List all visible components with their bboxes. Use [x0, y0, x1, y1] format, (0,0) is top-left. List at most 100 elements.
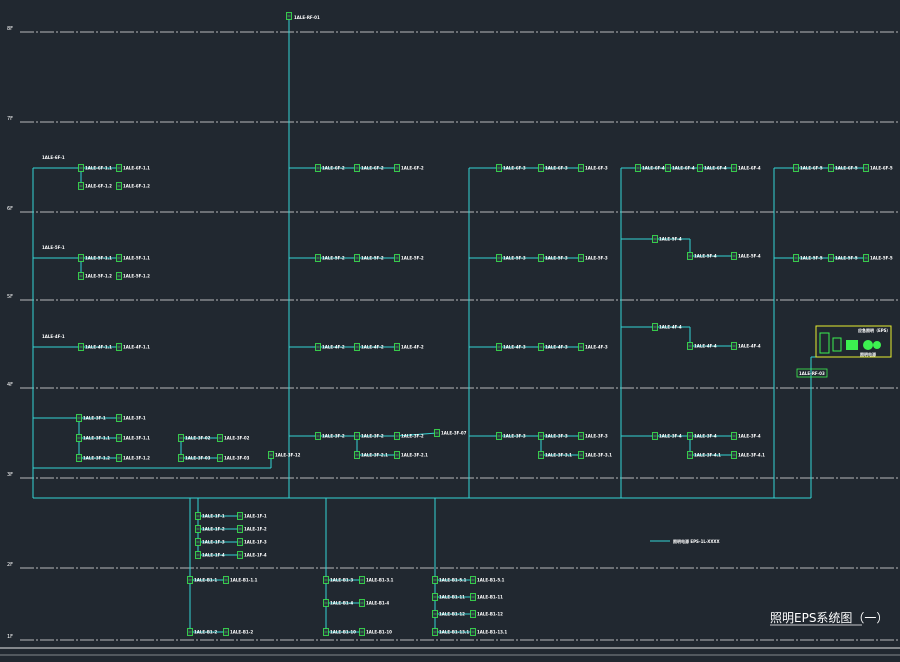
panel-label: 1ALE-B1-1	[194, 578, 217, 583]
panel-label: 1ALE-B1-3.1	[366, 578, 394, 583]
panel-label: 1ALE-5F-1.1	[123, 256, 150, 261]
panel-label: 1ALE-3F-1.2	[123, 456, 150, 461]
panel-label: 1ALE-5F-4	[659, 237, 682, 242]
panel-label: 1ALE-B1-10	[330, 630, 356, 635]
bus-segment	[396, 432, 438, 437]
panel-label: 1ALE-B1-1.1	[230, 578, 258, 583]
panel-label: 1ALE-3F-2	[322, 434, 345, 439]
panel-label: 1ALE-3F-2.1	[401, 453, 428, 458]
floor-label: 5F	[7, 294, 13, 300]
panel-label: 1ALE-B1-5.1	[477, 578, 505, 583]
panel-label: 1ALE-3F-2	[361, 434, 384, 439]
panel-label: 1ALE-4F-1.1	[123, 345, 150, 350]
panel-label: 1ALE-6F-2	[322, 166, 345, 171]
panel-label: 1ALE-3F-02	[224, 436, 250, 441]
panel-label: 1ALE-4F-2	[401, 345, 424, 350]
panel-label: 1ALE-B1-11	[439, 595, 465, 600]
panel-label: 1ALE-5F-1.1	[85, 256, 112, 261]
eps-tag-label: 1ALE-RF-03	[799, 371, 825, 376]
panel-label: 1ALE-5F-4	[694, 254, 717, 259]
panel-label: 1ALE-5F-5	[800, 256, 823, 261]
panel-label: 1ALE-6F-4	[738, 166, 761, 171]
panel-label: 1ALE-3F-4	[738, 434, 761, 439]
panel-label: 1ALE-6F-1.2	[85, 184, 112, 189]
eps-box-line2: 照明电源	[860, 351, 876, 357]
parent-panel-label: 1ALE-5F-1	[42, 245, 65, 250]
panel-label: 1ALE-5F-3	[585, 256, 608, 261]
panel-label: 1ALE-3F-1.2	[83, 456, 110, 461]
panel-label: 1ALE-1F-2	[244, 527, 267, 532]
panel-label: 1ALE-3F-3	[585, 434, 608, 439]
panel-label: 1ALE-B1-4	[330, 601, 353, 606]
panel-label: 1ALE-3F-1	[83, 416, 106, 421]
panel-label: 1ALE-B1-3	[330, 578, 353, 583]
panel-label: 1ALE-3F-4.1	[738, 453, 765, 458]
panel-label: 1ALE-6F-5	[870, 166, 893, 171]
parent-panel-label: 1ALE-4F-1	[42, 334, 65, 339]
panel-label: 1ALE-6F-5	[835, 166, 858, 171]
panel-label: 1ALE-3F-4	[659, 434, 682, 439]
panel-label: 1ALE-1F-1	[202, 514, 225, 519]
panel-label: 1ALE-1F-4	[244, 553, 267, 558]
panel-label: 1ALE-6F-2	[401, 166, 424, 171]
eps-box-line1: 应急照明（EPS）	[858, 327, 891, 333]
panel-label: 1ALE-5F-2	[322, 256, 345, 261]
panel-nodes	[76, 12, 869, 636]
panel-label: 1ALE-4F-4	[694, 344, 717, 349]
panel-label: 1ALE-3F-4	[694, 434, 717, 439]
floor-label: 4F	[7, 382, 13, 388]
panel-label: 1ALE-B1-2	[194, 630, 217, 635]
panel-label: 1ALE-6F-1.1	[85, 166, 112, 171]
panel-label: 1ALE-5F-2	[401, 256, 424, 261]
eps-tag-box	[796, 368, 828, 378]
panel-label: 1ALE-4F-1.1	[85, 345, 112, 350]
panel-label: 1ALE-4F-3	[585, 345, 608, 350]
panel-label: 1ALE-3F-03	[185, 456, 211, 461]
floor-label: 2F	[7, 562, 13, 568]
floor-label: 6F	[7, 206, 13, 212]
panel-label: 1ALE-3F-3	[503, 434, 526, 439]
panel-label: 1ALE-B1-4	[366, 601, 389, 606]
panel-label: 1ALE-B1-13.1	[477, 630, 507, 635]
panel-label: 1ALE-3F-12	[275, 453, 301, 458]
panel-label: 1ALE-6F-1.1	[123, 166, 150, 171]
panel-label: 1ALE-4F-3	[503, 345, 526, 350]
eps-equipment-box: 应急照明（EPS） 照明电源	[815, 325, 892, 358]
panel-label: 1ALE-6F-2	[361, 166, 384, 171]
panel-label: 1ALE-B1-13.1	[439, 630, 469, 635]
panel-label: 1ALE-3F-3	[545, 434, 568, 439]
floor-label: 8F	[7, 26, 13, 32]
panel-label: 1ALE-5F-4	[738, 254, 761, 259]
panel-label: 1ALE-3F-02	[185, 436, 211, 441]
panel-label: 1ALE-6F-3	[503, 166, 526, 171]
bus-lines	[32, 14, 866, 633]
panel-label: 1ALE-3F-2	[401, 434, 424, 439]
panel-label: 1ALE-3F-2.1	[361, 453, 388, 458]
panel-label: 1ALE-6F-5	[800, 166, 823, 171]
parent-panel-label: 1ALE-6F-1	[42, 155, 65, 160]
panel-label: 1ALE-B1-2	[230, 630, 253, 635]
panel-label: 1ALE-5F-2	[361, 256, 384, 261]
floor-label: 1F	[7, 634, 13, 640]
panel-label: 1ALE-B1-12	[439, 612, 465, 617]
panel-label: 1ALE-4F-3	[545, 345, 568, 350]
floor-label: 7F	[7, 116, 13, 122]
drawing-title: 照明EPS系统图（一）	[770, 611, 888, 625]
panel-label: 1ALE-1F-4	[202, 553, 225, 558]
panel-label: 1ALE-3F-1	[123, 416, 146, 421]
panel-label: 1ALE-5F-5	[835, 256, 858, 261]
panel-label: 1ALE-B1-11	[477, 595, 503, 600]
panel-label: 1ALE-4F-4	[659, 325, 682, 330]
panel-labels: 1ALE-6F-1.1 1ALE-6F-1.1 1ALE-6F-1.2 1ALE-6F…	[42, 155, 893, 635]
panel-label: 1ALE-1F-3	[202, 540, 225, 545]
panel-label: 1ALE-5F-1.2	[123, 274, 150, 279]
panel-label: 1ALE-4F-4	[738, 344, 761, 349]
panel-label: 1ALE-5F-3	[545, 256, 568, 261]
panel-label: 1ALE-6F-4	[704, 166, 727, 171]
panel-label: 1ALE-3F-07	[441, 431, 467, 436]
panel-label: 1ALE-6F-4	[672, 166, 695, 171]
panel-label: 1ALE-3F-1.1	[83, 436, 110, 441]
panel-label: 1ALE-1F-3	[244, 540, 267, 545]
